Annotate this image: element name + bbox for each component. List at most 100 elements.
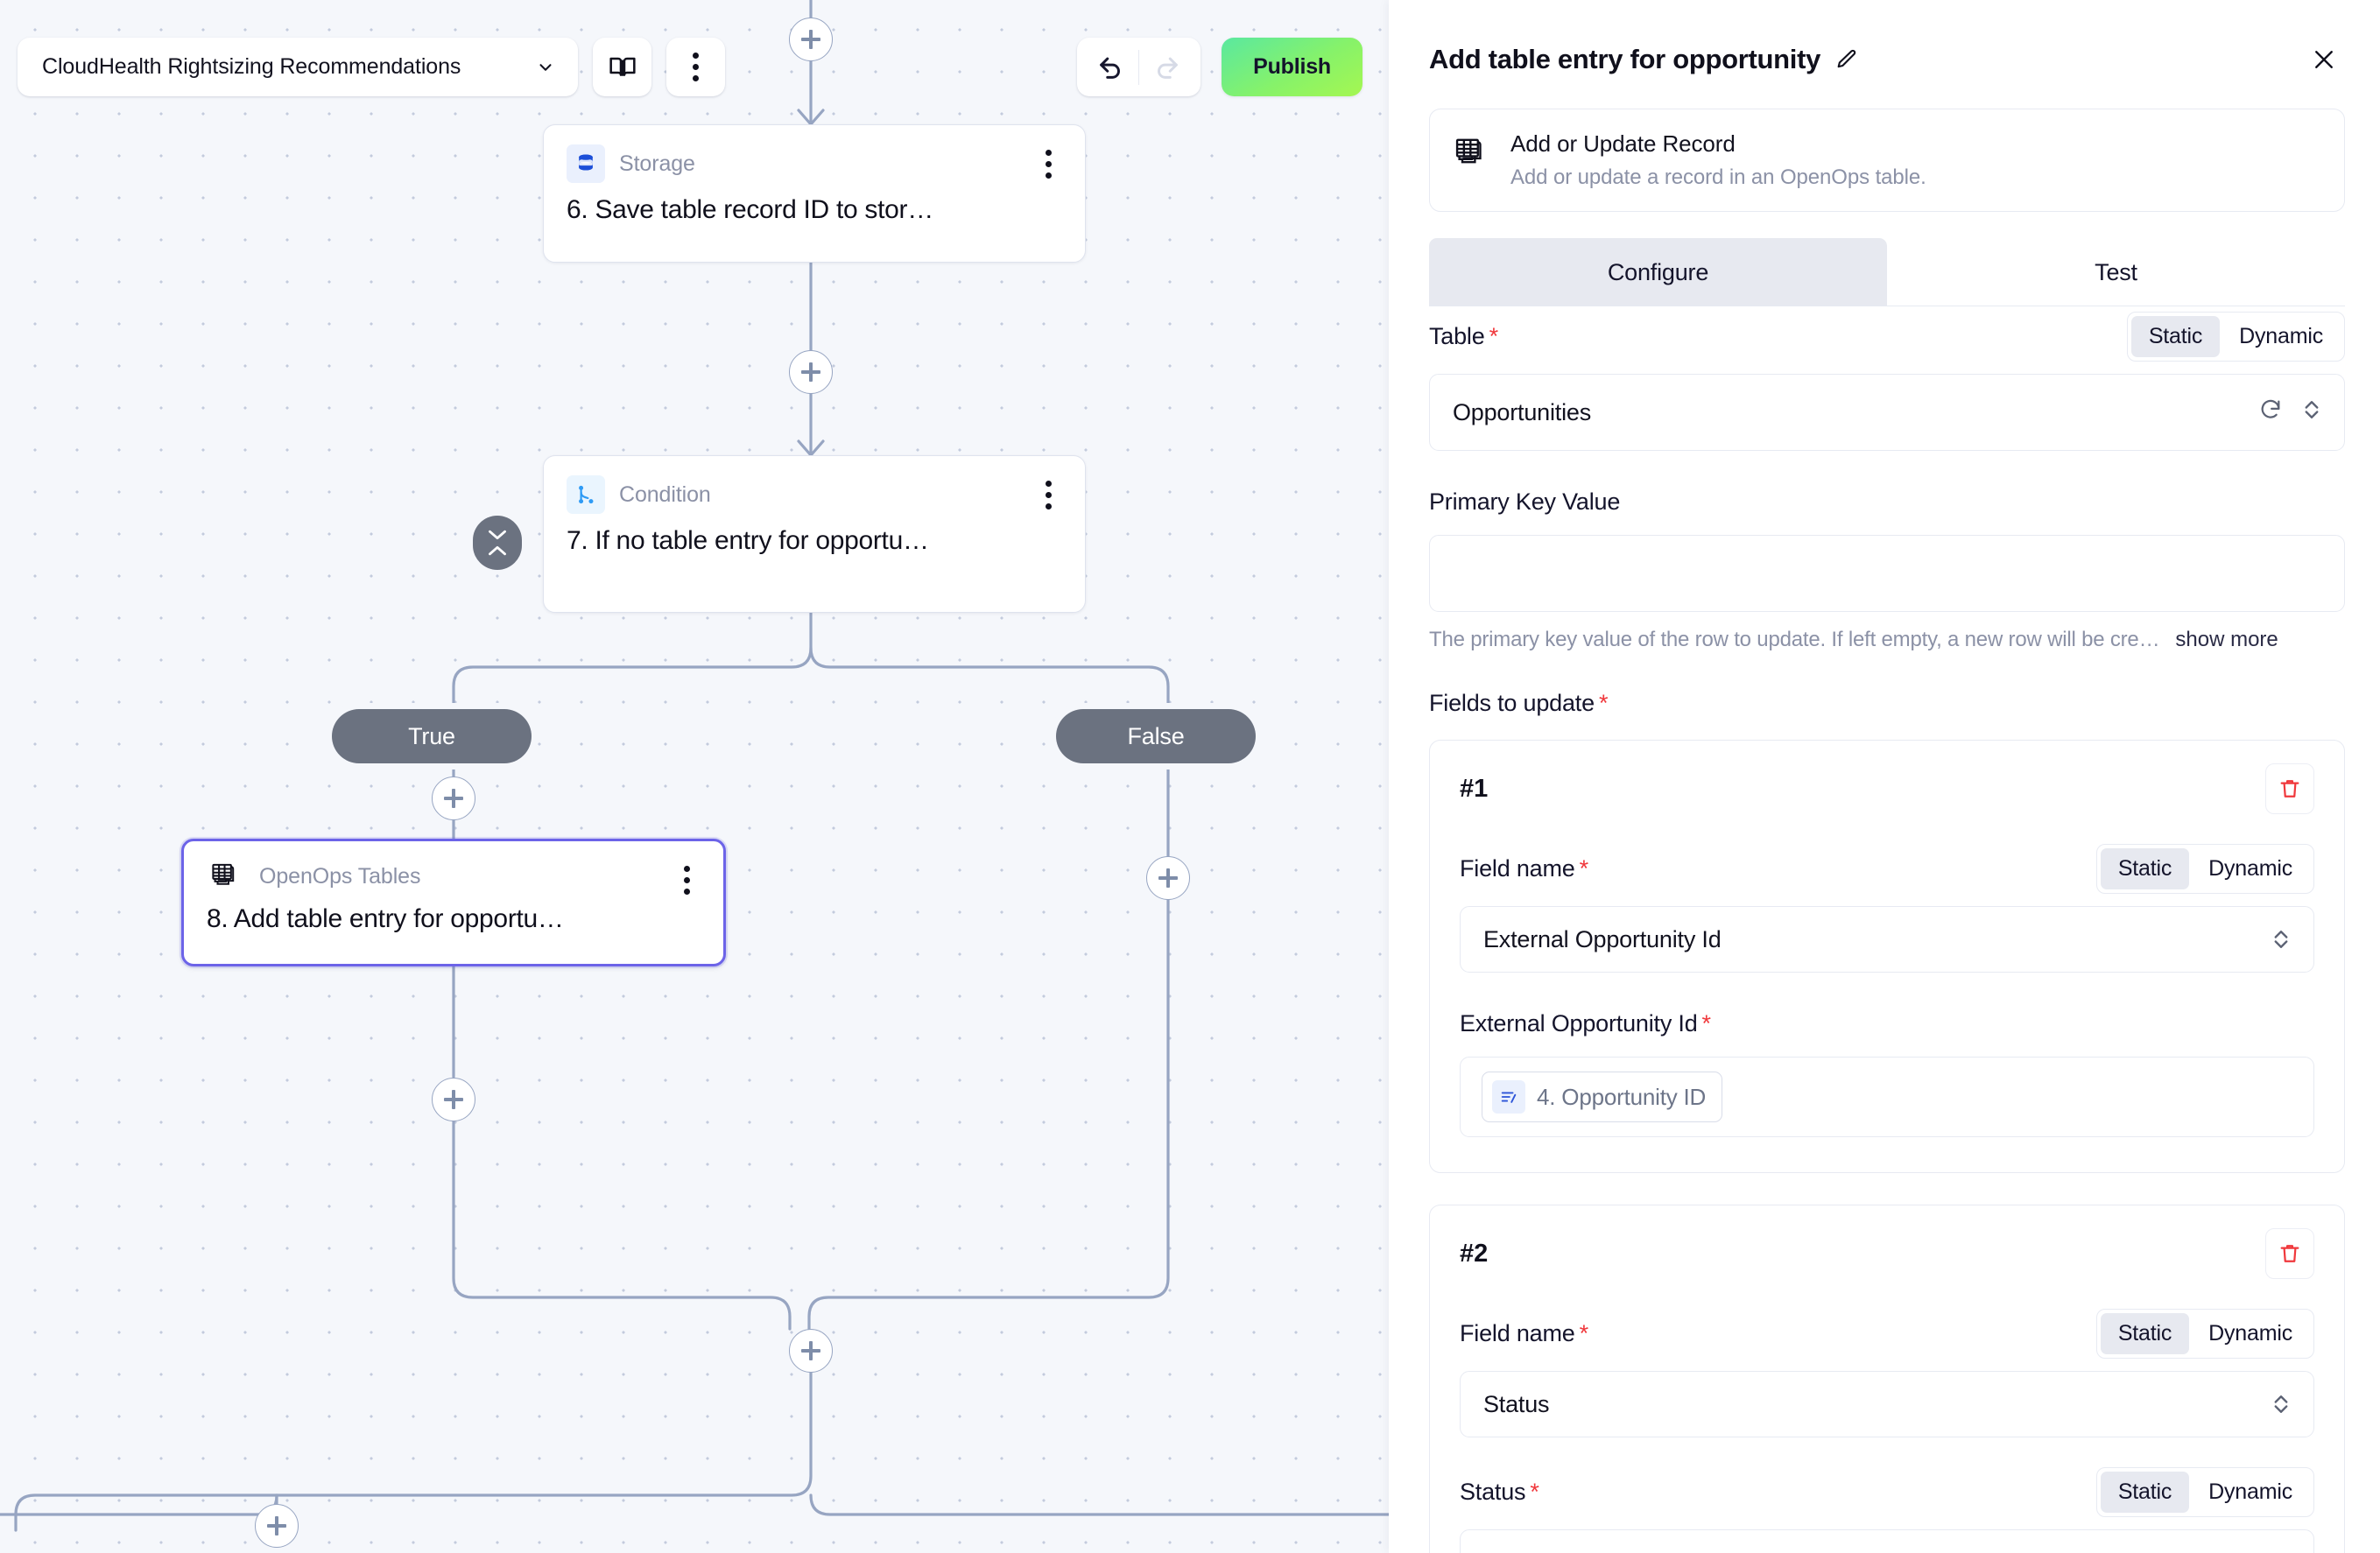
- field-entry-card-2: #2 Field name* Static Dynamic: [1429, 1205, 2345, 1553]
- tables-icon: [1453, 134, 1491, 177]
- book-icon: [609, 57, 636, 76]
- trash-icon: [2280, 780, 2299, 798]
- flow-node-title: 7. If no table entry for opportu…: [567, 526, 929, 555]
- field-name-label-text: Field name: [1460, 855, 1575, 882]
- field-name-label: Field name*: [1460, 1320, 1588, 1347]
- chevron-up-down-icon[interactable]: [2271, 1391, 2291, 1417]
- branch-label-true[interactable]: True: [332, 709, 532, 763]
- field-name-mode-static[interactable]: Static: [2100, 848, 2190, 889]
- flow-name-selector[interactable]: CloudHealth Rightsizing Recommendations: [18, 38, 578, 96]
- field-name-row-1: Field name* Static Dynamic: [1460, 844, 2314, 894]
- panel-tabs: Configure Test: [1429, 238, 2345, 306]
- field-value-label: External Opportunity Id*: [1460, 1010, 1711, 1037]
- piece-description: Add or update a record in an OpenOps tab…: [1510, 165, 1926, 189]
- branch-icon: [567, 475, 605, 514]
- flow-node-condition[interactable]: Condition 7. If no table entry for oppor…: [543, 455, 1086, 613]
- field-name-mode-dynamic[interactable]: Dynamic: [2208, 1321, 2292, 1346]
- flow-node-header: OpenOps Tables: [184, 841, 723, 896]
- primary-key-helper-text: The primary key value of the row to upda…: [1429, 628, 2160, 651]
- field-name-mode-dynamic[interactable]: Dynamic: [2208, 856, 2292, 881]
- chevron-up-down-icon[interactable]: [2302, 397, 2321, 429]
- field-value-token-input-1[interactable]: 4. Opportunity ID: [1460, 1057, 2314, 1137]
- pencil-icon[interactable]: [1834, 47, 1859, 72]
- tab-configure[interactable]: Configure: [1429, 238, 1887, 306]
- more-vertical-icon: [1045, 149, 1052, 179]
- flow-node-menu-button[interactable]: [669, 861, 704, 899]
- required-asterisk: *: [1598, 689, 1609, 716]
- piece-info-card: Add or Update Record Add or update a rec…: [1429, 109, 2345, 212]
- field-entry-header: #1: [1460, 763, 2314, 814]
- redo-button[interactable]: [1139, 38, 1194, 96]
- primary-key-helper-row: The primary key value of the row to upda…: [1429, 628, 2345, 652]
- refresh-icon[interactable]: [2258, 397, 2283, 428]
- flow-node-openops-tables[interactable]: OpenOps Tables 8. Add table entry for op…: [181, 839, 726, 966]
- flow-node-title: 8. Add table entry for opportu…: [207, 904, 564, 933]
- required-asterisk: *: [1701, 1009, 1712, 1037]
- field-entry-number: #2: [1460, 1239, 1489, 1268]
- show-more-link[interactable]: show more: [2175, 628, 2278, 651]
- branch-label-false[interactable]: False: [1056, 709, 1256, 763]
- fields-to-update-label: Fields to update*: [1429, 690, 1608, 717]
- field-name-select-2[interactable]: Status: [1460, 1371, 2314, 1437]
- add-step-button-true-branch[interactable]: [432, 776, 475, 820]
- publish-button[interactable]: Publish: [1222, 38, 1363, 96]
- delete-field-button[interactable]: [2265, 1228, 2314, 1279]
- primary-key-label: Primary Key Value: [1429, 488, 1621, 515]
- add-step-button-top[interactable]: [789, 18, 833, 61]
- required-asterisk: *: [1489, 323, 1499, 349]
- field-name-row-2: Field name* Static Dynamic: [1460, 1309, 2314, 1359]
- fields-to-update-row: Fields to update*: [1429, 682, 2345, 724]
- flow-node-kind: OpenOps Tables: [259, 863, 421, 889]
- field-value-mode-static[interactable]: Static: [2100, 1472, 2190, 1513]
- tab-test[interactable]: Test: [2095, 259, 2137, 285]
- table-select-adornments: [2258, 397, 2321, 429]
- chevron-up-down-icon[interactable]: [2271, 1549, 2291, 1553]
- collapse-branch-button[interactable]: [473, 516, 522, 570]
- step-settings-panel: Add table entry for opportunity: [1389, 0, 2380, 1553]
- flow-node-header: Condition: [544, 456, 1085, 514]
- add-step-button-false-branch[interactable]: [1146, 856, 1190, 900]
- field-name-label: Field name*: [1460, 855, 1588, 882]
- step-output-icon: [1492, 1080, 1525, 1114]
- add-step-button-bottom[interactable]: [255, 1504, 299, 1548]
- flow-name-label: CloudHealth Rightsizing Recommendations: [42, 54, 461, 79]
- required-asterisk: *: [1579, 855, 1589, 882]
- field-name-mode-toggle: Static Dynamic: [2095, 1309, 2314, 1359]
- undo-button[interactable]: [1084, 38, 1138, 96]
- field-name-mode-static[interactable]: Static: [2100, 1313, 2190, 1354]
- field-value-mode-dynamic[interactable]: Dynamic: [2208, 1479, 2292, 1504]
- flow-node-title: 6. Save table record ID to stor…: [567, 195, 933, 224]
- flow-node-storage[interactable]: Storage 6. Save table record ID to stor…: [543, 124, 1086, 263]
- flow-node-menu-button[interactable]: [1031, 475, 1066, 514]
- table-field-label: Table*: [1429, 323, 1498, 350]
- chevron-down-icon: [489, 530, 506, 540]
- flow-more-menu-button[interactable]: [666, 38, 725, 96]
- docs-button[interactable]: [593, 38, 651, 96]
- field-entry-header: #2: [1460, 1228, 2314, 1279]
- table-mode-static[interactable]: Static: [2130, 316, 2221, 357]
- add-step-button-merge[interactable]: [789, 1329, 833, 1373]
- table-select[interactable]: Opportunities: [1429, 374, 2345, 451]
- more-vertical-icon: [1045, 480, 1052, 509]
- field-value-select-2[interactable]: Created: [1460, 1529, 2314, 1553]
- field-value-label-text: Status: [1460, 1479, 1526, 1505]
- chevron-up-down-icon[interactable]: [2271, 926, 2291, 952]
- field-value-row-1: External Opportunity Id*: [1460, 1002, 2314, 1044]
- close-icon[interactable]: [2303, 39, 2345, 81]
- field-entry-number: #1: [1460, 774, 1489, 803]
- flow-node-menu-button[interactable]: [1031, 144, 1066, 183]
- flow-node-kind: Storage: [619, 151, 695, 176]
- delete-field-button[interactable]: [2265, 763, 2314, 814]
- undo-icon: [1100, 57, 1121, 79]
- add-step-button-after-tables[interactable]: [432, 1078, 475, 1121]
- table-mode-dynamic[interactable]: Dynamic: [2239, 324, 2323, 348]
- primary-key-input[interactable]: [1429, 535, 2345, 612]
- field-name-select-1[interactable]: External Opportunity Id: [1460, 906, 2314, 973]
- piece-name: Add or Update Record: [1510, 130, 1736, 157]
- flow-canvas[interactable]: CloudHealth Rightsizing Recommendations: [0, 0, 1389, 1553]
- chevron-up-icon: [489, 545, 506, 556]
- add-step-button-after-storage[interactable]: [789, 350, 833, 394]
- field-value-label: Status*: [1460, 1479, 1539, 1506]
- token-chip[interactable]: 4. Opportunity ID: [1482, 1072, 1723, 1122]
- table-selected-value: Opportunities: [1453, 398, 1591, 425]
